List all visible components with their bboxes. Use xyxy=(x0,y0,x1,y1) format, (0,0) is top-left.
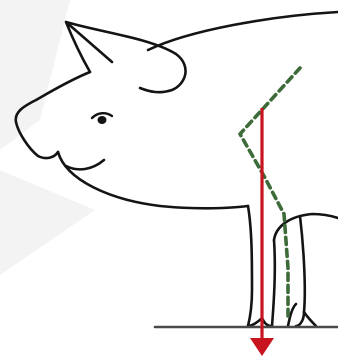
pig-chin-chest-line xyxy=(56,150,250,210)
pig-front-leg-inner xyxy=(270,238,277,328)
pig-belly-line xyxy=(272,212,338,242)
green-dashed-leg-line xyxy=(238,66,302,318)
pig-front-hoof xyxy=(246,316,274,328)
red-arrow-down-icon xyxy=(250,108,274,356)
pig-head-line xyxy=(14,70,92,160)
background-chevron-upper xyxy=(0,0,70,150)
pig-back-line xyxy=(146,10,338,52)
pig-mouth-line xyxy=(64,158,106,171)
pig-far-hoof xyxy=(302,310,318,328)
pig-far-leg xyxy=(286,214,307,328)
pig-eye-icon xyxy=(90,112,114,124)
pig-front-leg-outer xyxy=(246,204,254,328)
pig-body-outline-icon xyxy=(14,10,338,328)
pig-ear-icon xyxy=(64,20,187,94)
background-shapes xyxy=(0,0,95,275)
background-chevron-lower xyxy=(0,170,95,275)
